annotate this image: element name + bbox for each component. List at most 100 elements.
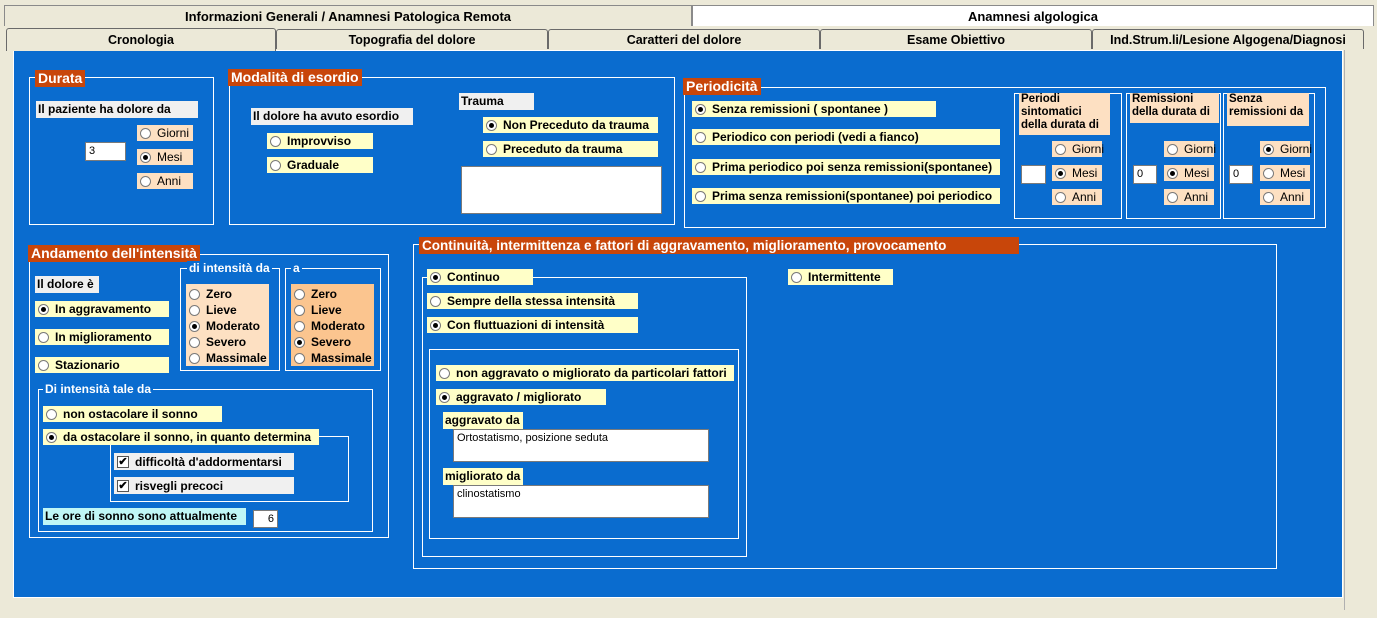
da-option-zero[interactable]: Zero [186,286,269,302]
da-option-lieve[interactable]: Lieve [186,302,269,318]
option-fluttuazioni[interactable]: Con fluttuazioni di intensità [427,317,638,333]
radio-selected-icon [294,336,305,348]
aggravato-label: aggravato da [443,412,523,429]
tab-esame-obiettivo[interactable]: Esame Obiettivo [820,29,1092,49]
durata-option-anni[interactable]: Anni [137,173,193,189]
andamento-label: Il dolore è [35,276,99,293]
tab-caratteri[interactable]: Caratteri del dolore [548,29,820,49]
senza-remissioni-label: Senza remissioni da [1227,93,1309,126]
check-risvegli-precoci[interactable]: ✔risvegli precoci [114,477,294,494]
radio-icon [294,320,305,332]
da-option-massimale[interactable]: Massimale [186,350,269,366]
trauma-option-non-preceduto[interactable]: Non Preceduto da trauma [483,117,658,133]
radio-icon [294,304,305,316]
trauma-option-preceduto[interactable]: Preceduto da trauma [483,141,658,157]
andamento-option-miglioramento[interactable]: In miglioramento [35,329,169,345]
option-aggravato-migliorato[interactable]: aggravato / migliorato [436,389,606,405]
radio-icon [1167,143,1178,155]
trauma-notes-textarea[interactable] [461,166,662,214]
option-non-aggravato[interactable]: non aggravato o migliorato da particolar… [436,365,734,381]
a-option-moderato[interactable]: Moderato [291,318,374,334]
migliorato-label: migliorato da [443,468,523,485]
a-option-lieve[interactable]: Lieve [291,302,374,318]
senza-option-mesi[interactable]: Mesi [1260,165,1310,181]
periodicita-option-prima-periodico[interactable]: Prima periodico poi senza remissioni(spo… [692,159,1000,175]
remissioni-option-giorni[interactable]: Giorni [1164,141,1216,157]
da-option-moderato[interactable]: Moderato [186,318,269,334]
radio-icon [189,304,200,316]
remissioni-option-mesi[interactable]: Mesi [1164,165,1214,181]
periodi-option-giorni[interactable]: Giorni [1052,141,1104,157]
radio-icon [695,161,706,173]
continuo-group [422,277,747,557]
tab-informazioni-generali[interactable]: Informazioni Generali / Anamnesi Patolog… [4,5,692,26]
periodicita-option-senza-remissioni[interactable]: Senza remissioni ( spontanee ) [692,101,936,117]
vertical-scrollbar[interactable] [1344,50,1364,610]
remissioni-option-anni[interactable]: Anni [1164,189,1214,205]
durata-option-giorni[interactable]: Giorni [137,125,193,141]
periodi-value-input[interactable] [1021,165,1046,184]
radio-icon [270,135,281,147]
a-option-massimale[interactable]: Massimale [291,350,374,366]
migliorato-textarea[interactable]: clinostatismo [453,485,709,518]
radio-selected-icon [140,151,151,163]
senza-remissioni-value-input[interactable]: 0 [1229,165,1253,184]
sonno-option-ostacolare[interactable]: da ostacolare il sonno, in quanto determ… [43,429,319,445]
remissioni-value-input[interactable]: 0 [1133,165,1157,184]
intensita-da-title: di intensità da [187,261,272,276]
periodi-label: Periodi sintomatici della durata di [1019,93,1110,135]
sonno-option-non-ostacolare[interactable]: non ostacolare il sonno [43,406,222,422]
andamento-option-stazionario[interactable]: Stazionario [35,357,169,373]
check-difficolta-addormentarsi[interactable]: ✔difficoltà d'addormentarsi [114,453,294,470]
radio-icon [1055,191,1066,203]
durata-title: Durata [35,70,86,87]
tab-cronologia[interactable]: Cronologia [6,28,276,51]
radio-icon [439,367,450,379]
radio-selected-icon [486,119,497,131]
durata-value-input[interactable]: 3 [85,142,126,161]
senza-option-anni[interactable]: Anni [1260,189,1310,205]
radio-icon [791,271,802,283]
intensita-a-title: a [291,261,302,276]
radio-icon [1263,167,1274,179]
option-continuo[interactable]: Continuo [427,269,533,285]
option-stessa-intensita[interactable]: Sempre della stessa intensità [427,293,638,309]
tab-anamnesi-algologica[interactable]: Anamnesi algologica [692,5,1374,26]
radio-selected-icon [430,271,441,283]
cronologia-panel: Durata Il paziente ha dolore da 3 Giorni… [13,50,1343,598]
esordio-option-improvviso[interactable]: Improvviso [267,133,373,149]
radio-icon [38,359,49,371]
trauma-label: Trauma [459,93,534,110]
periodicita-option-periodico[interactable]: Periodico con periodi (vedi a fianco) [692,129,1000,145]
da-option-severo[interactable]: Severo [186,334,269,350]
senza-option-giorni[interactable]: Giorni [1260,141,1312,157]
a-option-zero[interactable]: Zero [291,286,374,302]
radio-icon [189,336,200,348]
fattori-group [429,349,739,539]
remissioni-label: Remissioni della durata di [1130,93,1219,123]
continuita-title: Continuità, intermittenza e fattori di a… [419,237,1019,254]
radio-icon [1167,191,1178,203]
periodi-option-anni[interactable]: Anni [1052,189,1102,205]
periodi-option-mesi[interactable]: Mesi [1052,165,1102,181]
radio-selected-icon [38,303,49,315]
andamento-option-aggravamento[interactable]: In aggravamento [35,301,169,317]
sonno-group [38,389,373,532]
aggravato-textarea[interactable]: Ortostatismo, posizione seduta [453,429,709,462]
esordio-option-graduale[interactable]: Graduale [267,157,373,173]
radio-icon [294,352,305,364]
radio-icon [46,408,57,420]
sonno-title: Di intensità tale da [43,382,154,397]
durata-option-mesi[interactable]: Mesi [137,149,193,165]
tab-topografia[interactable]: Topografia del dolore [276,29,548,49]
durata-group [29,77,214,225]
radio-selected-icon [46,431,57,443]
a-option-severo[interactable]: Severo [291,334,374,350]
radio-selected-icon [1263,143,1274,155]
tab-diagnosi[interactable]: Ind.Strum.li/Lesione Algogena/Diagnosi [1092,29,1364,49]
periodicita-option-prima-senza[interactable]: Prima senza remissioni(spontanee) poi pe… [692,188,1000,204]
ore-sonno-input[interactable]: 6 [253,510,278,528]
esordio-label: Il dolore ha avuto esordio [251,108,413,125]
option-intermittente[interactable]: Intermittente [788,269,893,285]
